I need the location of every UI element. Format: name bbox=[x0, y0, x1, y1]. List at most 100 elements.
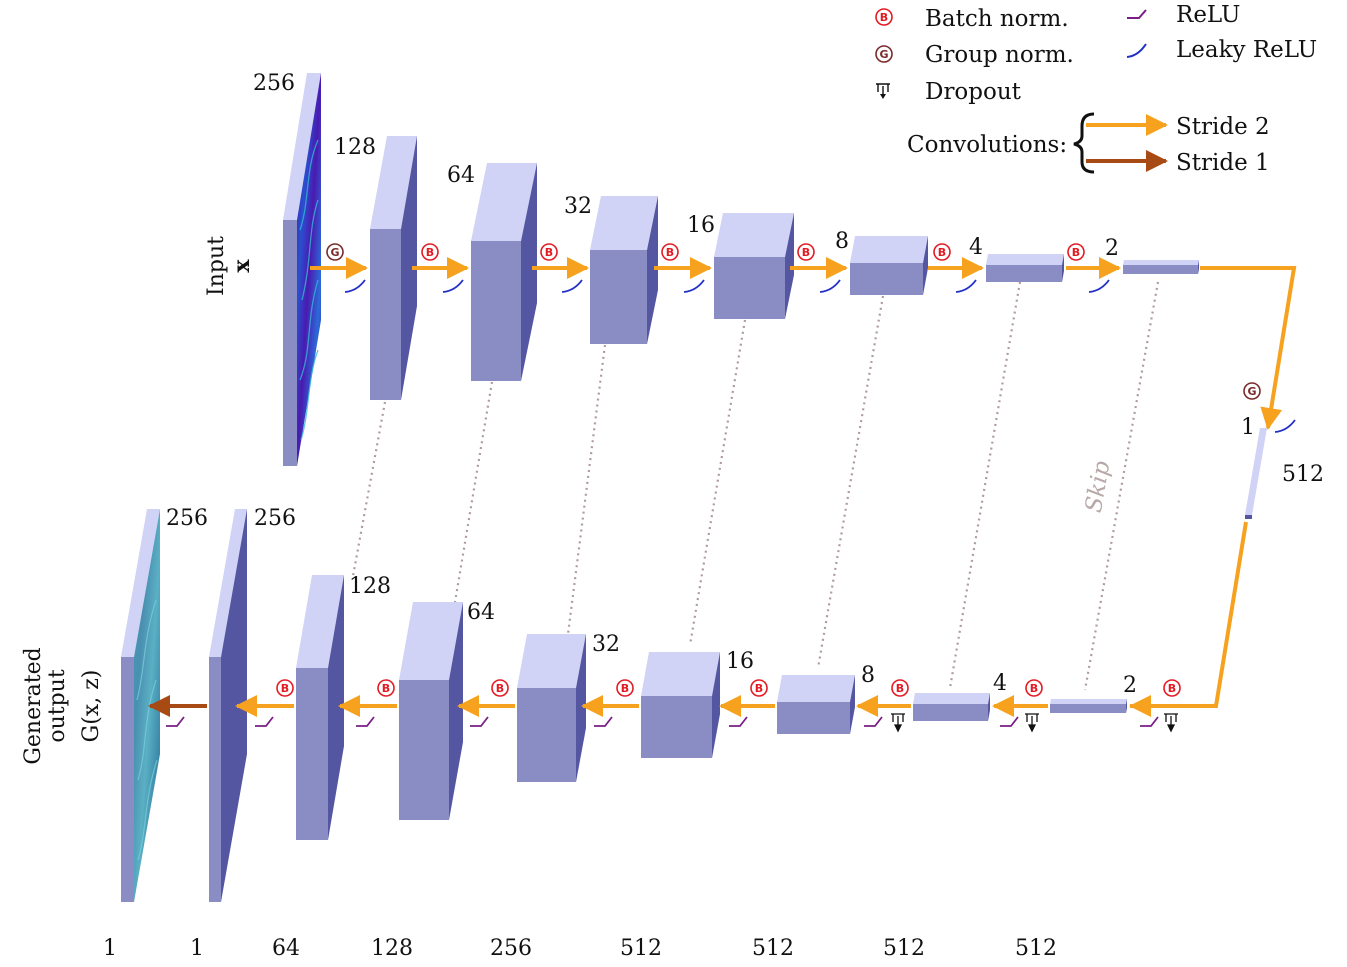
legend-leaky-relu: Leaky ReLU bbox=[1176, 37, 1317, 63]
size-label: 256 bbox=[254, 506, 296, 531]
leaky-relu-icon bbox=[819, 279, 841, 293]
batch-norm-icon: B bbox=[377, 679, 395, 697]
encoder-block-8 bbox=[850, 236, 928, 295]
relu-icon bbox=[729, 716, 748, 727]
decoder-block-256 bbox=[209, 509, 247, 902]
channel-label: 512 bbox=[883, 936, 925, 961]
channel-label: 512 bbox=[1015, 936, 1057, 961]
output-image-slab bbox=[121, 509, 160, 902]
input-image-slab bbox=[283, 73, 321, 466]
encoder-activations bbox=[344, 279, 1296, 433]
relu-icon bbox=[166, 716, 185, 727]
svg-text:B: B bbox=[802, 246, 810, 259]
svg-text:B: B bbox=[938, 246, 946, 259]
batch-norm-icon: B bbox=[1025, 679, 1043, 697]
leaky-relu-icon bbox=[683, 279, 705, 293]
svg-text:B: B bbox=[496, 682, 504, 695]
size-label: 8 bbox=[861, 663, 875, 688]
decoder-dropouts bbox=[891, 713, 1178, 733]
leaky-relu-icon bbox=[561, 279, 583, 293]
channel-label: 1 bbox=[103, 936, 117, 961]
encoder-block-4 bbox=[986, 254, 1064, 282]
svg-text:x: x bbox=[229, 259, 255, 273]
legend: B Batch norm. G Group norm. Dropout ReLU… bbox=[875, 2, 1317, 176]
decoder-block-2 bbox=[1050, 699, 1127, 713]
channel-label: 512 bbox=[620, 936, 662, 961]
decoder-block-8 bbox=[777, 675, 855, 734]
leaky-relu-icon bbox=[1274, 419, 1296, 433]
legend-dropout: Dropout bbox=[925, 79, 1022, 105]
size-label: 4 bbox=[969, 235, 983, 260]
encoder-block-2 bbox=[1123, 260, 1199, 274]
batch-norm-icon: B bbox=[540, 243, 558, 261]
skip-line bbox=[351, 401, 387, 577]
svg-text:B: B bbox=[545, 246, 553, 259]
group-norm-icon: G bbox=[875, 45, 893, 63]
skip-line bbox=[688, 319, 747, 646]
size-label: 64 bbox=[447, 163, 475, 188]
relu-icon bbox=[1127, 9, 1147, 19]
svg-text:output: output bbox=[45, 669, 70, 743]
batch-norm-icon: B bbox=[933, 243, 951, 261]
legend-stride2: Stride 2 bbox=[1176, 114, 1270, 140]
legend-batch-norm: Batch norm. bbox=[925, 6, 1069, 32]
legend-stride1: Stride 1 bbox=[1176, 150, 1270, 176]
encoder-size-labels: 256 128 64 32 16 8 4 2 bbox=[253, 71, 1119, 261]
svg-text:B: B bbox=[1030, 682, 1038, 695]
channel-label: 64 bbox=[272, 936, 300, 961]
decoder-block-4 bbox=[913, 693, 990, 721]
svg-text:B: B bbox=[426, 246, 434, 259]
legend-convolutions: Convolutions: bbox=[907, 132, 1067, 158]
svg-text:B: B bbox=[281, 682, 289, 695]
legend-group-norm: Group norm. bbox=[925, 42, 1074, 68]
svg-text:B: B bbox=[880, 11, 888, 24]
relu-icon bbox=[594, 716, 613, 727]
batch-norm-icon: B bbox=[797, 243, 815, 261]
bottleneck-block bbox=[1245, 428, 1267, 519]
size-label: 16 bbox=[687, 213, 715, 238]
encoder-block-16 bbox=[714, 213, 794, 319]
leaky-relu-icon bbox=[344, 279, 366, 293]
svg-text:G(x, z): G(x, z) bbox=[79, 670, 104, 743]
channel-label: 128 bbox=[371, 936, 413, 961]
svg-text:Generated: Generated bbox=[21, 647, 46, 764]
decoder-block-16 bbox=[641, 652, 720, 758]
size-label: 4 bbox=[993, 671, 1007, 696]
encoder-block-32 bbox=[590, 196, 658, 344]
leaky-relu-icon bbox=[1088, 279, 1110, 293]
batch-norm-icon: B bbox=[1067, 243, 1085, 261]
channel-labels: 1 1 64 128 256 512 512 512 512 bbox=[103, 936, 1057, 961]
svg-text:B: B bbox=[666, 246, 674, 259]
svg-text:B: B bbox=[896, 682, 904, 695]
size-label: 128 bbox=[349, 574, 391, 599]
size-label: 2 bbox=[1105, 236, 1119, 261]
leaky-relu-icon bbox=[442, 279, 464, 293]
svg-text:B: B bbox=[1072, 246, 1080, 259]
skip-line bbox=[816, 295, 885, 669]
decoder-badges: B B B B B B B B bbox=[276, 679, 1181, 697]
channel-label: 1 bbox=[190, 936, 204, 961]
encoder-block-64 bbox=[471, 163, 537, 381]
stride2-arrow bbox=[1200, 266, 1297, 430]
encoder-badges: G B B B B B B G bbox=[326, 243, 1261, 400]
size-label: 256 bbox=[166, 506, 208, 531]
decoder-block-128 bbox=[296, 575, 344, 840]
legend-relu: ReLU bbox=[1176, 2, 1240, 28]
dropout-icon bbox=[891, 713, 905, 733]
leaky-relu-icon bbox=[1126, 43, 1147, 58]
relu-icon bbox=[255, 716, 274, 727]
size-label: 2 bbox=[1123, 673, 1137, 698]
group-norm-icon: G bbox=[1243, 382, 1261, 400]
channel-label: 512 bbox=[752, 936, 794, 961]
dropout-icon bbox=[1025, 713, 1039, 733]
decoder-block-64 bbox=[399, 602, 463, 820]
relu-icon bbox=[470, 716, 489, 727]
batch-norm-icon: B bbox=[875, 8, 893, 26]
brace-icon bbox=[1073, 112, 1095, 174]
size-label: 128 bbox=[334, 135, 376, 160]
skip-line bbox=[566, 344, 607, 635]
encoder-block-128 bbox=[370, 136, 417, 400]
svg-text:B: B bbox=[621, 682, 629, 695]
leaky-relu-icon bbox=[955, 279, 977, 293]
relu-icon bbox=[1000, 716, 1019, 727]
